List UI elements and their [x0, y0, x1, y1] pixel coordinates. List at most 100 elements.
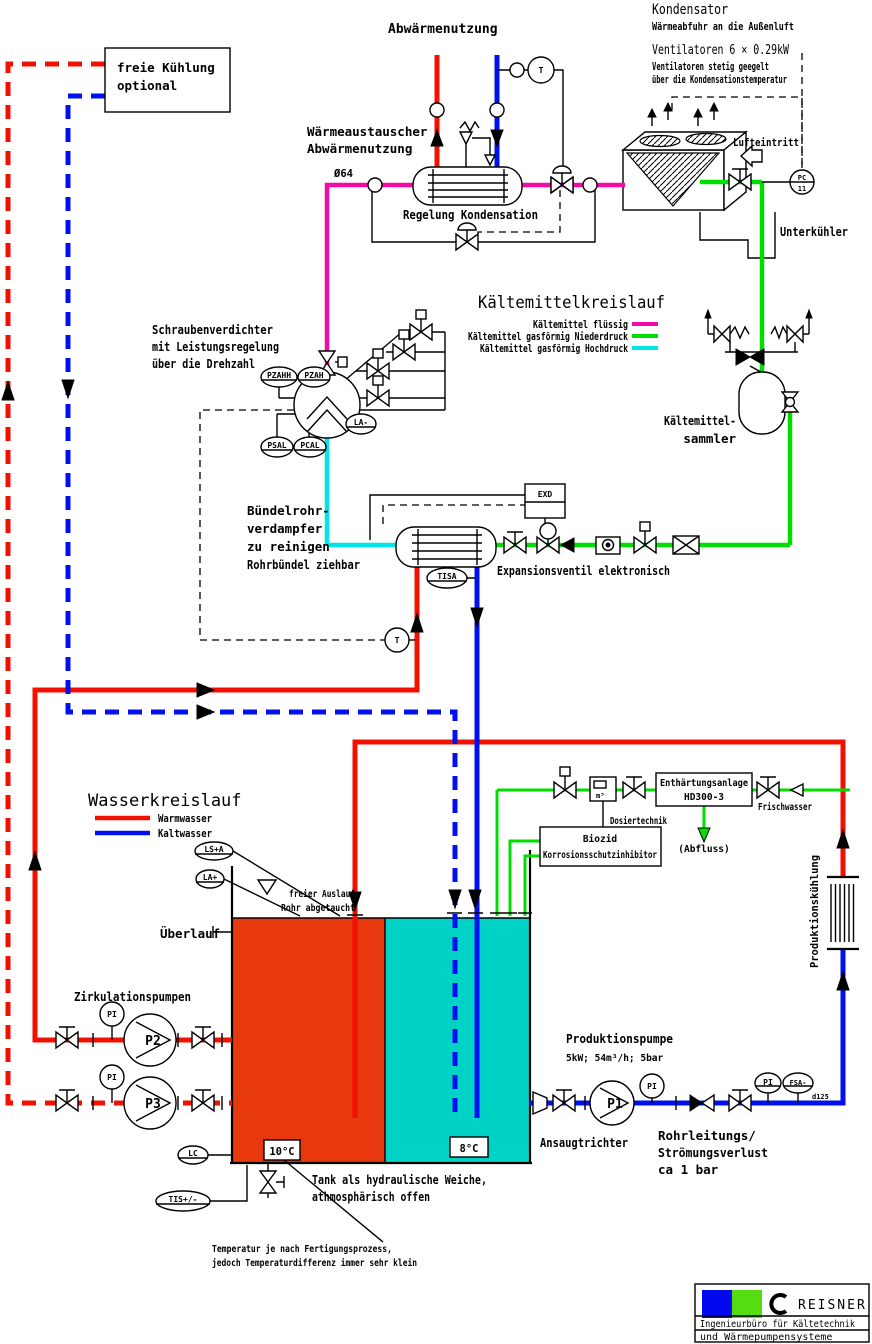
evaporator-label-3: zu reinigen: [247, 539, 330, 554]
fan-air-arrows-icon: [647, 101, 719, 126]
temp-cold-box: [449, 1136, 489, 1158]
bypass-valve-ic: [455, 222, 479, 252]
pipe-gas-highpressure: [324, 438, 398, 548]
temperature-instrument: [384, 627, 410, 653]
pcal-tag: PCAL: [300, 441, 319, 450]
production-pump-label: Produktionspumpe: [566, 1031, 673, 1046]
service-valve-icon: [409, 309, 433, 342]
condenser-coil: [625, 152, 721, 207]
union-icon: [489, 102, 505, 118]
receiver-group: [704, 308, 813, 435]
subcooler-label: Unterkühler: [780, 224, 848, 239]
logo-line-2: und Wärmepumpensysteme: [700, 1332, 832, 1343]
valve-icon: [55, 1089, 79, 1113]
overflow-label: Überlauf: [160, 926, 220, 941]
free-cooling-box: freie Kühlung optional: [104, 47, 231, 113]
production-pump-spec: 5kW; 54m³/h; 5bar: [566, 1053, 664, 1064]
legend-liquid: Kältemittel flüssig: [533, 319, 628, 331]
tisa-tag: TISA: [437, 572, 456, 581]
logo-c-icon: [769, 1293, 788, 1315]
logo-blue-square: [702, 1290, 732, 1318]
receiver-vessel: [738, 371, 786, 435]
lc-tag: LC: [188, 1149, 198, 1158]
water-meter-icon: m³: [589, 776, 617, 802]
meter-unit: m³: [596, 792, 604, 800]
shutoff-valve-icon: [503, 531, 527, 555]
pump-p3-label: P3: [145, 1097, 161, 1112]
pipe-liquid-refrigerant: [324, 182, 625, 372]
condensation-control-valve-icon: [550, 165, 574, 195]
expansion-valve-icon: [536, 535, 575, 555]
pi-tag: PI: [763, 1078, 773, 1087]
pump-p3-icon: [123, 1076, 177, 1130]
production-cooling-label: Produktionskühlung: [809, 855, 821, 968]
hx-label-2: Abwärmenutzung: [307, 141, 412, 156]
water-treatment: m³ Enthärtungsanlage HD300-3 Biozid Korr…: [539, 766, 812, 867]
free-cooling-line1: freie Kühlung: [117, 60, 215, 75]
condenser-unit: [621, 96, 803, 259]
valve-icon: [728, 1089, 752, 1113]
circulation-pumps-label: Zirkulationspumpen: [74, 989, 191, 1004]
exd-controller: [524, 483, 566, 519]
compressor-group: PZAHH PZAH PSAL PCAL LA-: [260, 309, 446, 458]
receiver-label-2: sammler: [683, 431, 736, 446]
air-inlet-arrow-icon: [739, 144, 763, 168]
flange-icon: [367, 177, 383, 193]
safety-valve-icon: [770, 308, 813, 344]
water-title: Wasserkreislauf: [88, 791, 242, 811]
drain-label: (Abfluss): [678, 844, 729, 855]
valve-icon: [55, 1026, 79, 1050]
pump-p1-label: P1: [607, 1097, 623, 1112]
sensor-tap-icon: [509, 62, 525, 78]
labels: Abwärmenutzung Wärmeaustauscher Abwärmen…: [74, 2, 848, 1269]
compressor-label-1: Schraubenverdichter: [152, 322, 273, 337]
pipe-dn-label: d125: [812, 1093, 829, 1101]
pipe-cold-freecooling: [65, 93, 458, 1118]
psal-tag: PSAL: [267, 441, 286, 450]
softener-model: HD300-3: [684, 792, 724, 803]
pi-tag: PI: [647, 1082, 657, 1091]
evaporator-group: TISA EXD T: [384, 483, 700, 653]
valve-icon: [756, 776, 780, 800]
fans-note-1: Ventilatoren stetig geegelt: [652, 61, 769, 73]
drain-valve-icon: [258, 1170, 278, 1194]
t-tag: T: [395, 636, 400, 645]
condensation-control-label: Regelung Kondensation: [403, 207, 538, 222]
pipe-loss-3: ca 1 bar: [658, 1162, 719, 1177]
receiver-outlet-valve-icon: [780, 391, 800, 413]
free-cooling-line2: optional: [117, 78, 177, 93]
temp-warm: 10°C: [269, 1146, 294, 1158]
compressor-label-2: mit Leistungsregelung: [152, 339, 279, 354]
pipe-loss-1: Rohrleitungs/: [658, 1128, 756, 1143]
filter-drier-icon: [672, 535, 700, 555]
production-cooler: Produktionskühlung: [809, 855, 859, 968]
legend-cold: Kaltwasser: [158, 828, 212, 840]
service-valve-icon: [366, 348, 390, 381]
tank-connections: [208, 850, 532, 1243]
three-way-valve-icon: [735, 348, 765, 366]
softener-name: Enthärtungsanlage: [660, 778, 748, 789]
service-valve-icon: [392, 329, 416, 362]
temperature-tag: T: [539, 66, 544, 75]
sight-glass-icon: [595, 536, 621, 555]
production-pump-line: P1 PI PI FSA- d125: [532, 1072, 829, 1126]
evaporator-label-4: Rohrbündel ziehbar: [247, 557, 360, 572]
pipes: [5, 55, 850, 1118]
freshwater-label: Frischwasser: [758, 802, 812, 813]
biocide-name: Biozid: [583, 834, 618, 845]
wasteheat-exchanger: T: [367, 56, 598, 252]
fans-note-2: über die Kondensationstemperatur: [652, 74, 787, 86]
temp-cold: 8°C: [460, 1143, 479, 1155]
valve-icon: [191, 1089, 215, 1113]
pipe-diameter: Ø64: [333, 168, 353, 180]
condenser-title: Kondensator: [652, 2, 728, 18]
tank-note-2: jedoch Temperaturdifferenz immer sehr kl…: [212, 1257, 417, 1269]
tank-instruments: LS+A LA+ LC TIS+/- 10°C 8°C: [155, 841, 489, 1212]
valve-actuator-icon: [539, 522, 557, 540]
check-valve-icon: [789, 782, 804, 798]
pipe-warmwater-main: [32, 565, 420, 1043]
wasteheat-title: Abwärmenutzung: [388, 22, 498, 37]
subcooler-outline: [699, 212, 776, 259]
title-block: REISNER Ingenieurbüro für Kältetechnik u…: [694, 1283, 870, 1343]
